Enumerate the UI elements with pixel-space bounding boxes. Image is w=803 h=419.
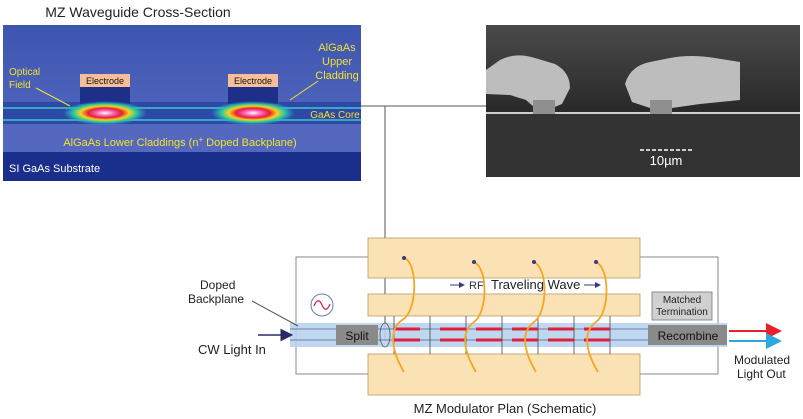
sem-substrate [486,112,800,177]
optical-field-label-line2: Field [9,80,31,91]
sem-image-panel: 10µm [486,25,800,177]
modulated-label-line2: Light Out [737,367,786,381]
matched-label-line1: Matched [663,295,701,306]
rf-field-arcs [392,257,608,373]
optical-mode-right [211,101,295,125]
cross-section-title: MZ Waveguide Cross-Section [45,4,230,20]
modulator-plan: Split Recombine RF Traveling Wave Matche… [188,237,790,416]
sem-ridge-left [486,55,570,108]
upper-cladding-label-line2: Upper [322,56,352,68]
upper-cladding-pointer [289,80,319,101]
cw-light-in-label: CW Light In [198,342,266,357]
signal-pad [367,293,641,317]
upper-cladding-label-line3: Cladding [315,70,358,82]
doped-backplane-label-line1: Doped [200,278,235,292]
electrode-left [80,74,130,87]
sine-wave-icon [313,300,331,310]
cross-section-panel: MZ Waveguide Cross-Section Electrode Ele… [3,4,361,181]
active-arm-segments [394,327,610,342]
modulated-label-line1: Modulated [734,353,790,367]
recombine-box [648,325,727,345]
bottom-ground-pad [367,353,641,396]
lower-cladding-region [3,124,361,154]
sem-ridge-right [625,56,740,108]
modulator-caption: MZ Modulator Plan (Schematic) [414,401,597,416]
matched-termination-box [651,291,713,321]
substrate-region [3,152,361,181]
core-label: GaAs Core [310,110,360,121]
optical-mode-left [63,101,147,125]
electrode-right [228,74,278,87]
split-label: Split [345,329,369,343]
top-ground-pad [367,237,641,279]
lower-cladding-label: AlGaAs Lower Claddings (n+ Doped Backpla… [63,135,296,150]
split-cross-marker [379,322,391,348]
ridge-left [80,86,130,104]
doped-backplane-label-line2: Backplane [188,292,244,306]
sem-scale-label: 10µm [650,153,683,168]
electrode-left-label: Electrode [86,76,124,86]
optical-field-pointer [35,87,71,107]
sem-ridge-right-stem [650,100,672,114]
doped-backplane-pointer [251,300,299,327]
sem-ridge-left-stem [533,100,555,114]
substrate-label: SI GaAs Substrate [9,163,100,175]
matched-label-line2: Termination [656,307,708,318]
rf-arc-dots [402,256,598,264]
rf-loop-left [295,256,368,375]
ridge-right [228,86,278,104]
upper-cladding-label-line1: AlGaAs [318,42,356,54]
rf-label: RF [469,280,484,292]
traveling-wave-label: Traveling Wave [491,277,580,292]
rf-loop-right [640,256,719,375]
recombine-label: Recombine [658,329,719,343]
electrode-right-label: Electrode [234,76,272,86]
optical-field-label-line1: Optical [9,67,40,78]
split-box [336,325,378,345]
